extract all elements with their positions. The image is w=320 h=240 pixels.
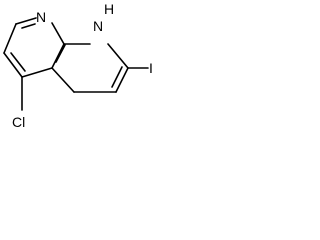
atom-n1-label: N	[93, 18, 103, 34]
bond-c2-c3-inner	[111, 66, 123, 88]
bond-c6-c5	[3, 23, 17, 54]
bond-n1-c2	[107, 43, 129, 69]
bond-c3a-c7a	[51, 43, 65, 69]
bond-c7a-n7	[51, 22, 65, 45]
atom-chlorine-label: Cl	[12, 114, 25, 130]
bond-c3a-c3a-link	[51, 67, 75, 93]
bond-c3a-c7a-inner	[55, 44, 66, 63]
molecule-structure: N H N I Cl	[3, 1, 153, 130]
atom-iodine-label: I	[149, 60, 153, 76]
bond-c4-c3a	[21, 67, 53, 78]
atom-n7-label: N	[36, 9, 46, 25]
bond-c2-c3	[115, 67, 129, 93]
bond-c5-c4	[3, 52, 23, 78]
bond-n7-c6	[15, 17, 37, 25]
atom-n1-hydrogen-label: H	[104, 1, 114, 17]
bond-n7-c6-inner	[21, 23, 36, 29]
bond-c5-c4-inner	[10, 52, 26, 72]
